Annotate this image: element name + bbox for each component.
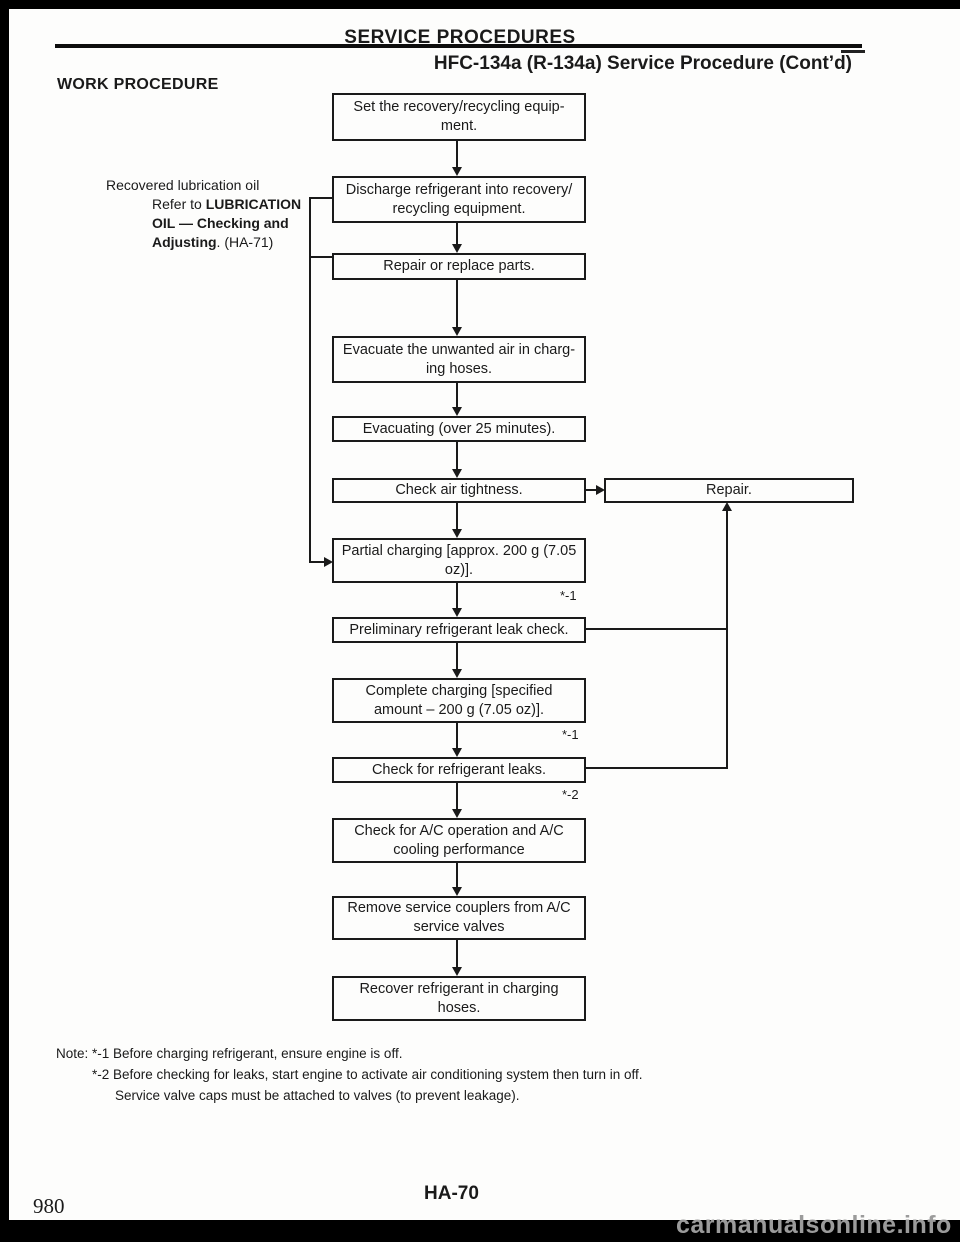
page-title: SERVICE PROCEDURES [344,27,576,48]
side-note-refer-prefix: Refer to [152,196,206,212]
side-note-refer-bold: LUBRICATION [205,196,302,212]
flow-step-discharge-refrigerant: Discharge refrigerant into recovery/ rec… [332,176,586,223]
feedback-vertical-line [726,510,728,769]
flow-arrow-head-right [324,557,333,567]
flow-arrow-head [452,244,462,253]
flow-arrow-head [452,327,462,336]
flow-arrow-head [452,407,462,416]
header-rule [55,44,862,48]
flow-arrow-line [456,502,458,530]
footnote-mark-3: *-2 [562,787,579,802]
feedback-line-preliminary [585,628,727,630]
flow-arrow-line [456,279,458,328]
flow-arrow-head-right [596,485,605,495]
flow-arrow-line [456,642,458,670]
flow-step-ac-operation-check: Check for A/C operation and A/C cooling … [332,818,586,863]
flow-arrow-head-up [722,502,732,511]
flow-arrow-head [452,469,462,478]
side-note-line1: Recovered lubrication oil [106,177,260,193]
flow-step-recover-refrigerant: Recover refrigerant in charging hoses. [332,976,586,1021]
side-note: Recovered lubrication oil Refer to LUBRI… [106,176,326,252]
flow-arrow-line [456,140,458,168]
bracket-stub-discharge [309,197,333,199]
flow-arrow-line [456,722,458,749]
scan-edge-left [0,0,9,1242]
flow-arrow-line [456,382,458,408]
page-subtitle: HFC-134a (R-134a) Service Procedure (Con… [433,53,852,74]
flow-step-evacuate-unwanted-air: Evacuate the unwanted air in charg- ing … [332,336,586,383]
footnote-mark-2: *-1 [562,727,579,742]
flow-arrow-head [452,887,462,896]
flow-arrow-line [456,582,458,609]
flow-step-repair-or-replace: Repair or replace parts. [332,253,586,280]
side-note-adjust-suffix: . (HA-71) [216,234,274,250]
bracket-vertical-line [309,197,311,563]
flow-arrow-head [452,669,462,678]
side-note-line4: Adjusting. (HA-71) [152,233,326,252]
flow-step-check-air-tightness: Check air tightness. [332,478,586,503]
scan-edge-top [0,0,960,9]
flow-arrow-head [452,967,462,976]
watermark: carmanualsonline.info [676,1211,952,1239]
flow-arrow-head [452,608,462,617]
page-number: 980 [33,1194,65,1218]
note-line-1: Note: *-1 Before charging refrigerant, e… [56,1046,403,1061]
bracket-stub-repair-parts [309,256,333,258]
scan-edge-bottom [0,1220,960,1242]
flow-step-set-equipment: Set the recovery/recycling equip- ment. [332,93,586,141]
flow-arrow-line [456,222,458,245]
flow-step-repair: Repair. [604,478,854,503]
flow-arrow-head [452,809,462,818]
flow-step-partial-charging: Partial charging [approx. 200 g (7.05 oz… [332,538,586,583]
side-note-adjust-bold: Adjusting [152,234,217,250]
header-rule-artifact [841,50,865,53]
page-code: HA-70 [424,1183,479,1204]
note-line-3: Service valve caps must be attached to v… [115,1088,520,1103]
flow-arrow-head [452,529,462,538]
flow-arrow-head [452,748,462,757]
flow-step-check-refrigerant-leaks: Check for refrigerant leaks. [332,757,586,783]
connector-to-repair [585,489,597,491]
flow-arrow-line [456,862,458,888]
flow-arrow-line [456,939,458,968]
flow-arrow-line [456,782,458,810]
bracket-stub-partial-charging [309,561,325,563]
side-note-line3: OIL — Checking and [152,215,289,231]
feedback-line-leak-check [585,767,728,769]
flow-step-remove-couplers: Remove service couplers from A/C service… [332,896,586,940]
flow-arrow-line [456,441,458,470]
note-line-2: *-2 Before checking for leaks, start eng… [92,1067,643,1082]
flow-step-preliminary-leak-check: Preliminary refrigerant leak check. [332,617,586,643]
section-label: WORK PROCEDURE [57,76,219,93]
footnote-mark-1: *-1 [560,588,577,603]
flow-step-evacuating: Evacuating (over 25 minutes). [332,416,586,442]
flow-arrow-head [452,167,462,176]
side-note-line2: Refer to LUBRICATION [152,195,326,214]
flow-step-complete-charging: Complete charging [specified amount – 20… [332,678,586,723]
